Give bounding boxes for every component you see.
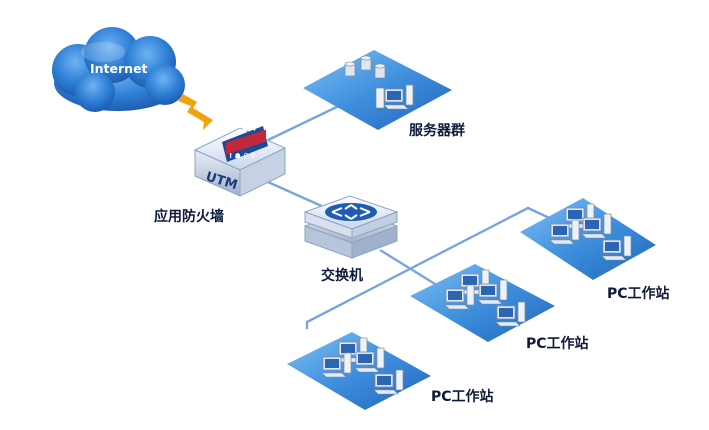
utm-label: 应用防火墙 xyxy=(154,209,224,225)
utm-firewall-icon: ! ☗ ⚲ ? UTM xyxy=(193,126,287,197)
pc-group-2-label: PC工作站 xyxy=(526,336,589,352)
pc-group-2-icon xyxy=(410,264,555,342)
pc-group-3-icon xyxy=(287,332,431,410)
pc-group-3-label: PC工作站 xyxy=(431,389,494,405)
lightning-icon xyxy=(178,94,213,130)
internet-cloud-icon xyxy=(52,27,185,112)
link-utm-server xyxy=(267,101,346,142)
pc-group-1-icon xyxy=(520,198,656,280)
utm-panel-glyphs: ! ☗ ⚲ ? xyxy=(229,152,255,160)
pc-group-1-label: PC工作站 xyxy=(607,286,670,302)
switch-icon xyxy=(303,195,399,259)
internet-label: Internet xyxy=(90,61,148,76)
server-group-icon xyxy=(303,50,452,130)
link-bus xyxy=(305,206,561,329)
switch-label: 交换机 xyxy=(321,268,363,284)
server-group-label: 服务器群 xyxy=(409,123,465,139)
